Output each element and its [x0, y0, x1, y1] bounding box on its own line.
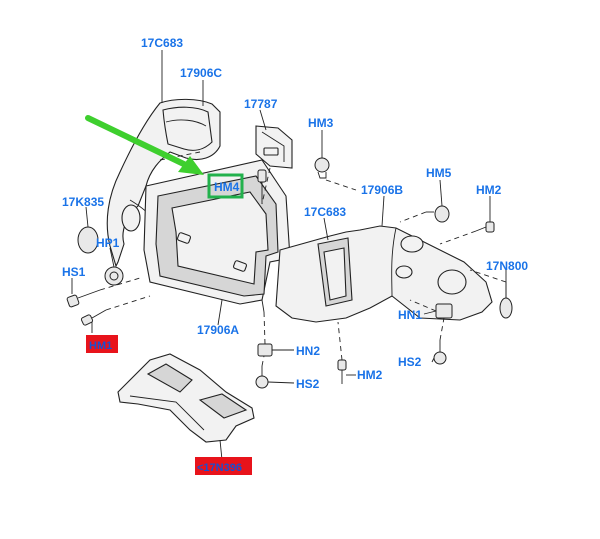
label-17c683-mid: 17C683 [304, 205, 346, 219]
label-hm2-lower: HM2 [357, 368, 383, 382]
hm1-tag-box[interactable] [86, 335, 118, 353]
hardware-hm5-fastener [426, 205, 450, 223]
label-hm4: HM4 [214, 180, 240, 194]
label-hn2: HN2 [296, 344, 320, 358]
hardware-hm2-lower-screw [337, 359, 347, 384]
label-hm2-right: HM2 [476, 183, 502, 197]
label-17n800: 17N800 [486, 259, 528, 273]
label-17c683-top: 17C683 [141, 36, 183, 50]
part-17787-clip [255, 125, 293, 169]
hardware-hp1-plug [104, 266, 124, 286]
label-17787: 17787 [244, 97, 278, 111]
label-hm1-tag[interactable]: HM1 [89, 340, 112, 352]
hardware-hm1-screw [80, 309, 107, 326]
hm4-highlight-box [207, 173, 244, 199]
label-hs2-left: HS2 [296, 377, 320, 391]
green-pointer-arrow [85, 115, 204, 175]
hardware-hn1-nut [435, 303, 453, 319]
label-17906b: 17906B [361, 183, 403, 197]
part-17906b-shroud [275, 225, 493, 323]
17n396-tag-box[interactable] [195, 457, 252, 475]
leader-lines [71, 50, 507, 461]
hardware-hs2-right-screw [433, 340, 447, 365]
label-hp1: HP1 [96, 236, 120, 250]
hardware-hn2-clip [257, 343, 273, 357]
hardware-hm2-right-screw [475, 221, 495, 233]
label-hs2-right: HS2 [398, 355, 422, 369]
label-17n396-tag[interactable]: <17N396 [197, 462, 242, 474]
label-hn1: HN1 [398, 308, 422, 322]
assembly-lines [99, 151, 507, 367]
part-17n396-tray [117, 353, 255, 443]
label-17906c: 17906C [180, 66, 222, 80]
label-17906a: 17906A [197, 323, 239, 337]
hardware-hm4-screw [257, 169, 267, 204]
part-17906a-panel [143, 159, 291, 313]
label-hm3: HM3 [308, 116, 334, 130]
hardware-17k835-grommet [77, 226, 99, 254]
label-hs1: HS1 [62, 265, 86, 279]
label-hm5: HM5 [426, 166, 452, 180]
label-17k835: 17K835 [62, 195, 104, 209]
hardware-hs1-bolt [66, 289, 101, 308]
hardware-hs2-left-screw [255, 366, 269, 389]
hardware-hm3-clip [314, 157, 330, 179]
